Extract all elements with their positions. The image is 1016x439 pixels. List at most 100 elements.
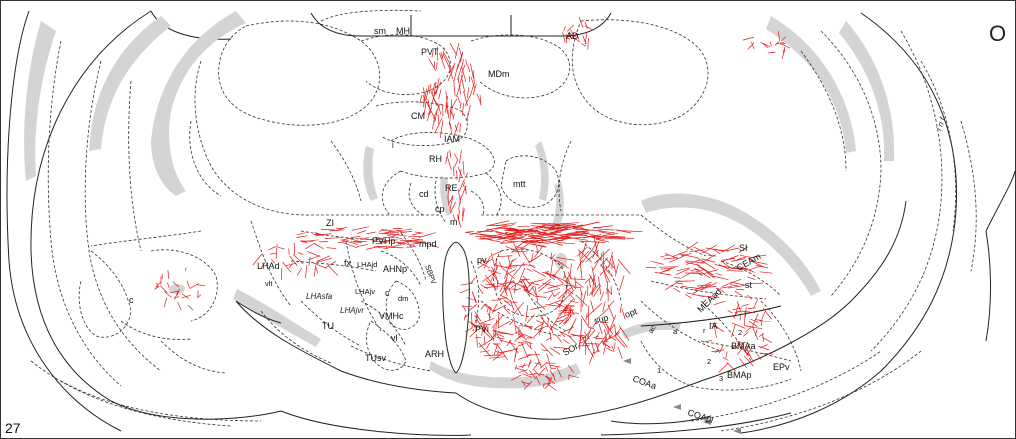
fiber-stroke [415,232,423,233]
fiber-stroke [722,279,741,287]
label-st: st [745,280,753,290]
fiber-stroke [460,289,471,293]
fiber-stroke [749,266,761,270]
fiber-stroke [439,89,442,99]
fiber-stroke [553,274,563,283]
fiber-stroke [447,157,451,170]
label-dm: dm [398,294,408,303]
fiber-stroke [537,321,544,324]
fiber-stroke [188,305,193,310]
fiber-stroke [760,345,768,349]
fiber-stroke [676,283,683,284]
fiber-stroke [728,310,733,313]
fiber-stroke [460,103,461,109]
fiber-stroke [535,245,544,257]
fiber-stroke [325,238,341,239]
fiber-stroke [588,306,589,327]
fiber-stroke [467,297,474,300]
fiber-stroke [521,342,528,358]
fiber-stroke [433,90,437,99]
fiber-stroke [716,273,723,275]
fiber-stroke [499,282,515,284]
fiber-stroke [768,52,775,53]
fiber-stroke [438,114,439,125]
fiber-stroke [602,236,625,237]
fiber-stroke [468,65,470,72]
fiber-stroke [465,328,472,332]
fiber-stroke [513,301,521,315]
fiber-stroke [585,33,587,44]
fiber-stroke [412,243,418,244]
label-LHAjd: LHAjd [357,260,377,269]
fiber-stroke [564,273,565,279]
fiber-stroke [527,269,533,272]
fiber-stroke [289,263,292,268]
fiber-stroke [357,244,368,247]
fiber-stroke [763,337,772,342]
fiber-stroke [498,321,511,328]
fiber-stroke [460,150,462,163]
fiber-stroke [618,259,630,274]
fiber-stroke [588,38,589,50]
fiber-stroke [492,251,501,255]
fiber-stroke [723,357,729,360]
fiber-stroke [682,272,693,278]
fiber-stroke [462,59,464,66]
fiber-stroke [463,161,464,175]
fiber-stroke [484,305,494,312]
fiber-stroke [702,245,717,253]
fiber-stroke [431,99,434,107]
label-IA: IA [709,321,718,331]
label-EPv: EPv [773,362,790,372]
fiber-stroke [481,305,485,310]
label-2b: 2 [738,328,742,337]
arrowhead [623,358,631,364]
label-l: l [392,141,394,150]
fiber-stroke [419,233,436,238]
fiber-stroke [178,302,182,310]
fiber-stroke [406,247,415,248]
fiber-stroke [352,227,369,231]
fiber-stroke [509,265,525,266]
fiber-stroke [499,262,502,268]
fiber-stroke [477,334,478,347]
label-AHNp: AHNp [383,264,407,274]
fiber-stroke [461,75,465,92]
fiber-stroke [761,321,762,326]
fiber-stroke [468,105,470,116]
fiber-stroke [770,42,772,47]
fiber-stroke [557,243,575,244]
fiber-stroke [343,243,358,248]
fiber-stroke [760,272,773,273]
fiber-stroke [575,277,576,286]
fiber-stroke [731,285,740,287]
fiber-stroke [619,276,624,291]
fiber-stroke [448,110,449,119]
fiber-stroke [512,302,524,316]
fiber-stroke [297,268,302,275]
fiber-stroke [168,270,169,279]
fiber-stroke [726,352,727,359]
fiber-stroke [564,26,566,30]
label-MEAad: MEAad [695,286,723,314]
label-SO: SOr [561,341,580,358]
fiber-stroke [533,269,546,276]
fiber-stroke [466,59,467,65]
fiber-stroke [532,283,540,285]
fiber-stroke [479,339,493,348]
fiber-stroke [325,261,336,267]
fiber-stroke [708,255,716,256]
fiber-stroke [500,340,516,345]
fiber-stroke [748,308,756,309]
fiber-stroke [612,256,613,270]
label-PVT: PVT [421,47,439,57]
fiber-stroke [661,255,669,257]
fiber-stroke [568,292,575,300]
fiber-stroke [567,224,576,225]
fiber-stroke [307,252,320,257]
fiber-stroke [563,305,568,312]
fiber-stroke [603,302,606,312]
fiber-stroke [664,258,678,260]
fiber-stroke [479,287,484,294]
